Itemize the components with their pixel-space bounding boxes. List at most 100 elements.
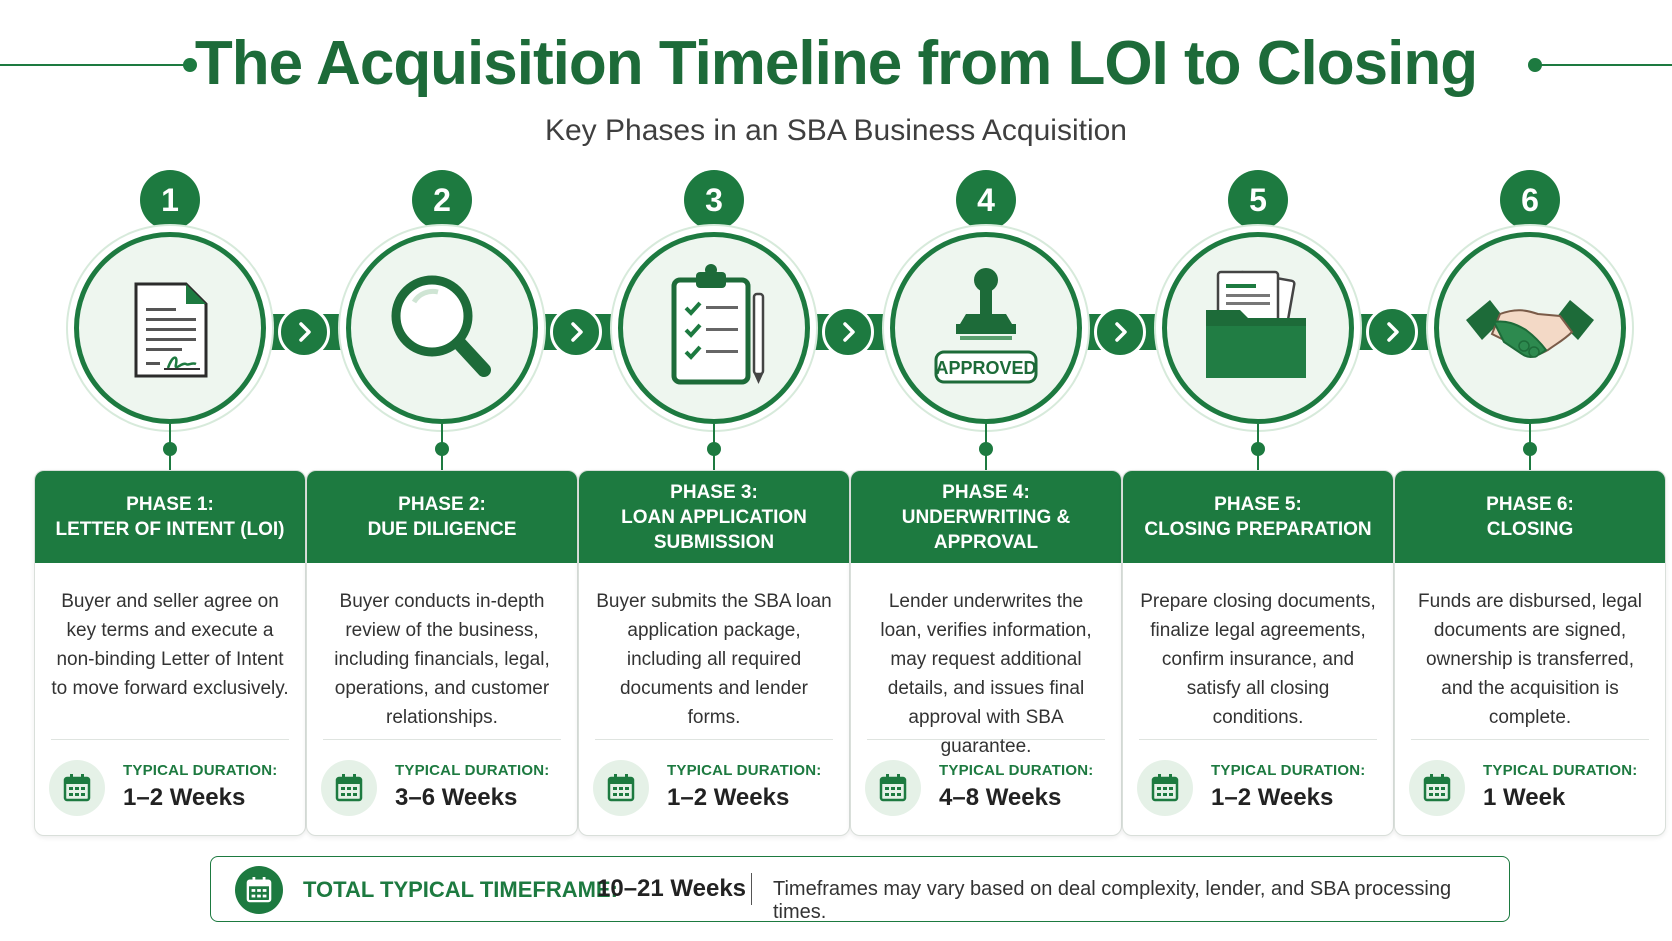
phase-number-badge: 5 xyxy=(1228,170,1288,230)
card-divider xyxy=(1411,739,1649,740)
duration-row: TYPICAL DURATION: 1 Week xyxy=(1395,740,1665,835)
total-note: Timeframes may vary based on deal comple… xyxy=(773,878,1452,923)
phase-2: 2 PHASE 2: DUE DILIGENCE Buyer conducts … xyxy=(306,170,578,840)
title-area: The Acquisition Timeline from LOI to Clo… xyxy=(0,24,1672,104)
circle-dot xyxy=(707,442,721,456)
phase-description: Buyer conducts in-depth review of the bu… xyxy=(334,591,550,728)
phase-title-line: CLOSING xyxy=(1486,519,1574,540)
phase-description: Prepare closing documents, finalize lega… xyxy=(1140,591,1376,728)
duration-label: TYPICAL DURATION: xyxy=(1483,762,1638,779)
phase-number-badge: 3 xyxy=(684,170,744,230)
phase-card: PHASE 1: LETTER OF INTENT (LOI) Buyer an… xyxy=(34,470,306,836)
calendar-icon xyxy=(1423,774,1451,802)
duration-row: TYPICAL DURATION: 1–2 Weeks xyxy=(35,740,305,835)
duration-row: TYPICAL DURATION: 1–2 Weeks xyxy=(579,740,849,835)
stamp-text: APPROVED xyxy=(935,358,1036,378)
duration-label: TYPICAL DURATION: xyxy=(395,762,550,779)
phase-description: Lender underwrites the loan, verifies in… xyxy=(880,591,1092,757)
duration-value: 1–2 Weeks xyxy=(123,784,246,811)
duration-value: 1–2 Weeks xyxy=(667,784,790,811)
phase-title-line: DUE DILIGENCE xyxy=(367,519,517,540)
phase-number-badge: 1 xyxy=(140,170,200,230)
circle-dot xyxy=(979,442,993,456)
phase-card: PHASE 2: DUE DILIGENCE Buyer conducts in… xyxy=(306,470,578,836)
title-dot-right xyxy=(1528,58,1542,72)
phase-title-line: PHASE 3: xyxy=(670,481,758,503)
phase-title-line: LETTER OF INTENT (LOI) xyxy=(55,519,285,540)
circle-dot xyxy=(163,442,177,456)
circle-dot xyxy=(435,442,449,456)
phase-1: 1 PHASE 1: LETTER OF INTENT (LOI) Buyer … xyxy=(34,170,306,840)
phase-title-line: LOAN APPLICATION xyxy=(621,506,807,528)
handshake-icon xyxy=(1466,300,1594,358)
duration-value: 1 Week xyxy=(1483,784,1566,811)
total-calendar-icon-wrap xyxy=(235,866,283,914)
phase-number-badge: 6 xyxy=(1500,170,1560,230)
duration-value: 3–6 Weeks xyxy=(395,784,518,811)
duration-label: TYPICAL DURATION: xyxy=(123,762,278,779)
phase-description: Funds are disbursed, legal documents are… xyxy=(1418,591,1642,728)
duration-value: 4–8 Weeks xyxy=(939,784,1062,811)
calendar-icon xyxy=(879,774,907,802)
title-rule-left xyxy=(0,64,188,66)
duration-value: 1–2 Weeks xyxy=(1211,784,1334,811)
total-label: TOTAL TYPICAL TIMEFRAME: xyxy=(303,877,618,902)
card-divider xyxy=(323,739,561,740)
phase-title-line: PHASE 2: xyxy=(398,494,486,515)
page-title: The Acquisition Timeline from LOI to Clo… xyxy=(194,29,1478,98)
phase-icon-circle xyxy=(346,232,538,424)
phase-title-line: CLOSING PREPARATION xyxy=(1144,519,1372,540)
card-divider xyxy=(1139,739,1377,740)
phase-title-line: PHASE 1: xyxy=(126,494,214,515)
calendar-icon-wrap xyxy=(321,760,377,816)
phase-card: PHASE 6: CLOSING Funds are disbursed, le… xyxy=(1394,470,1666,836)
calendar-icon-wrap xyxy=(593,760,649,816)
phase-description: Buyer submits the SBA loan application p… xyxy=(596,591,832,728)
card-divider xyxy=(867,739,1105,740)
phase-icon-circle xyxy=(618,232,810,424)
phase-title-line: PHASE 6: xyxy=(1486,494,1574,515)
folder-documents-icon xyxy=(1206,270,1306,378)
duration-row: TYPICAL DURATION: 3–6 Weeks xyxy=(307,740,577,835)
total-timeframe-bar: TOTAL TYPICAL TIMEFRAME: 10–21 Weeks Tim… xyxy=(210,856,1510,923)
phase-card: PHASE 3: LOAN APPLICATION SUBMISSION Buy… xyxy=(578,470,850,836)
phase-title: PHASE 4: UNDERWRITING & APPROVAL xyxy=(851,471,1121,563)
phase-title-line: PHASE 4: xyxy=(942,481,1030,503)
approved-stamp-icon: APPROVED xyxy=(934,268,1038,384)
card-divider xyxy=(595,739,833,740)
phase-3: 3 PHASE 3: LOAN APPLICATION SUBMISSION B… xyxy=(578,170,850,840)
phase-icon-circle: APPROVED xyxy=(890,232,1082,424)
card-divider xyxy=(51,739,289,740)
chevron-right-icon xyxy=(822,306,874,358)
title-rule-right xyxy=(1535,64,1672,66)
duration-label: TYPICAL DURATION: xyxy=(1211,762,1366,779)
phase-card: PHASE 5: CLOSING PREPARATION Prepare clo… xyxy=(1122,470,1394,836)
calendar-icon xyxy=(246,877,272,903)
title-dot-left xyxy=(183,58,197,72)
phase-4: 4 APPROVED PHASE 4: UNDERWRITING & APPRO… xyxy=(850,170,1122,840)
phase-title-line: UNDERWRITING & xyxy=(901,506,1071,528)
duration-row: TYPICAL DURATION: 1–2 Weeks xyxy=(1123,740,1393,835)
chevron-right-icon xyxy=(278,306,330,358)
phase-title-line: APPROVAL xyxy=(933,531,1039,553)
calendar-icon xyxy=(607,774,635,802)
phase-description: Buyer and seller agree on key terms and … xyxy=(51,591,289,699)
calendar-icon xyxy=(335,774,363,802)
phase-number-badge: 2 xyxy=(412,170,472,230)
circle-dot xyxy=(1523,442,1537,456)
calendar-icon-wrap xyxy=(1137,760,1193,816)
phase-title-line: SUBMISSION xyxy=(653,531,775,553)
clipboard-checklist-icon xyxy=(671,264,765,385)
magnifying-glass-icon xyxy=(391,275,491,377)
total-value: 10–21 Weeks xyxy=(597,875,747,902)
phase-icon-circle xyxy=(1162,232,1354,424)
phase-title: PHASE 6: CLOSING xyxy=(1395,471,1665,563)
phase-6: 6 PHASE 6: CLOSING Funds are disbursed, … xyxy=(1394,170,1666,840)
calendar-icon xyxy=(63,774,91,802)
chevron-right-icon xyxy=(1094,306,1146,358)
circle-dot xyxy=(1251,442,1265,456)
calendar-icon-wrap xyxy=(49,760,105,816)
calendar-icon-wrap xyxy=(865,760,921,816)
duration-label: TYPICAL DURATION: xyxy=(667,762,822,779)
phase-icon-circle xyxy=(1434,232,1626,424)
